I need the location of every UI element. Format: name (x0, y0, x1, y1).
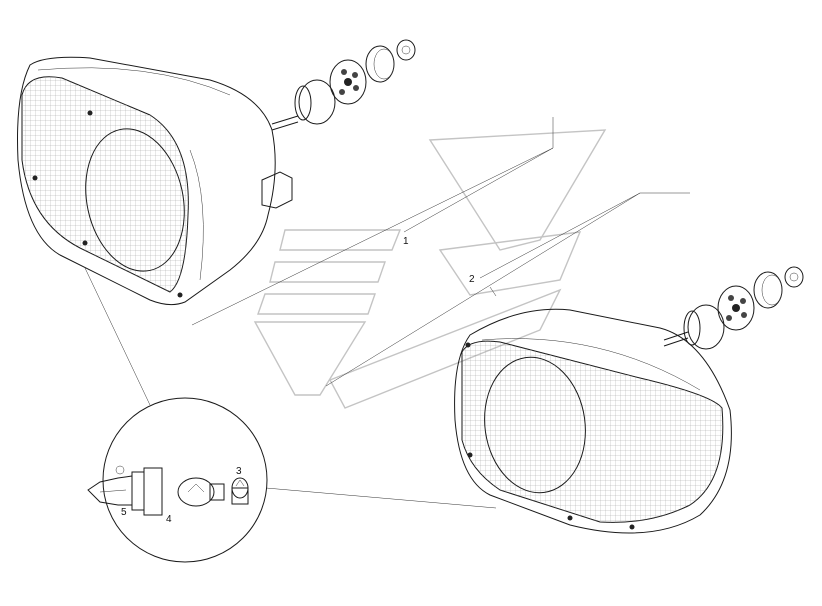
right-headlamp (454, 308, 732, 534)
left-headlamp (17, 56, 299, 306)
callout-3: 3 (236, 466, 242, 477)
callout-1: 1 (403, 236, 409, 247)
watermark-logo (253, 129, 607, 409)
single-filament-bulb (177, 477, 225, 507)
capless-bulb (231, 477, 249, 505)
callout-labels: 1 2 3 4 5 (121, 236, 475, 525)
callout-4: 4 (166, 514, 172, 525)
right-adjuster-parts (683, 266, 804, 350)
callout-2: 2 (469, 274, 475, 285)
left-adjuster-parts (294, 39, 416, 125)
leader-lines (84, 117, 690, 509)
callout-5: 5 (121, 507, 127, 518)
bulb-detail-callout (87, 397, 268, 563)
h4-bulb (87, 465, 163, 516)
